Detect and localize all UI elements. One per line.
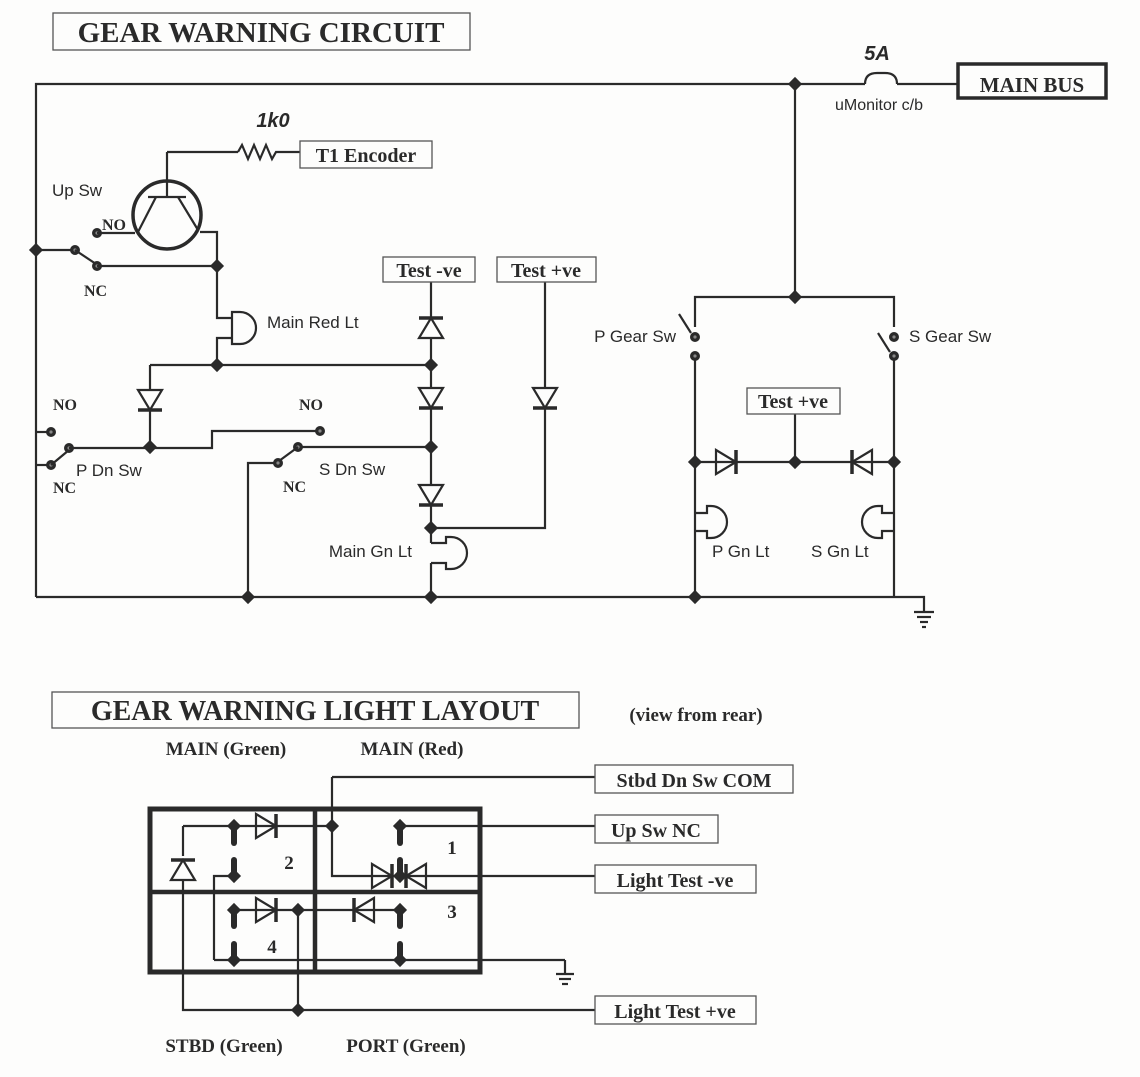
stbd-green-heading: STBD (Green)	[165, 1036, 282, 1057]
svg-text:Light Test -ve: Light Test -ve	[617, 870, 734, 892]
up-switch-no: NO	[102, 217, 126, 234]
up-switch	[36, 228, 225, 274]
cell-number-4: 4	[267, 937, 277, 958]
svg-text:Light Test +ve: Light Test +ve	[614, 1001, 736, 1023]
test-pos-box: Test +ve	[496, 256, 597, 283]
connector-stbd-dn-sw-com: Stbd Dn Sw COM	[594, 764, 794, 794]
svg-text:Test +ve: Test +ve	[758, 391, 828, 413]
up-switch-nc: NC	[84, 283, 107, 300]
circuit-title: GEAR WARNING CIRCUIT	[52, 12, 471, 51]
connector-up-sw-nc: Up Sw NC	[594, 814, 719, 844]
main-network	[136, 282, 559, 605]
s-dn-no: NO	[299, 397, 323, 414]
main-red-light	[215, 266, 258, 365]
main-green-heading: MAIN (Green)	[166, 739, 286, 760]
s-dn-label: S Dn Sw	[319, 460, 386, 479]
s-gn-lt-label: S Gn Lt	[811, 542, 869, 561]
s-gear-sw-label: S Gear Sw	[909, 327, 992, 346]
port-green-heading: PORT (Green)	[346, 1036, 465, 1057]
layout-title: GEAR WARNING LIGHT LAYOUT	[51, 691, 580, 729]
p-gn-lt-label: P Gn Lt	[712, 542, 770, 561]
p-dn-nc: NC	[53, 480, 76, 497]
svg-text:GEAR WARNING LIGHT LAYOUT: GEAR WARNING LIGHT LAYOUT	[91, 696, 540, 727]
ground-rail	[36, 595, 934, 629]
svg-text:Test -ve: Test -ve	[396, 260, 461, 282]
main-green-label: Main Gn Lt	[329, 542, 412, 561]
up-switch-label: Up Sw	[52, 181, 103, 200]
p-gear-sw-label: P Gear Sw	[594, 327, 677, 346]
svg-text:MAIN BUS: MAIN BUS	[980, 73, 1084, 97]
svg-text:Test +ve: Test +ve	[511, 260, 581, 282]
cell-number-2: 2	[284, 853, 294, 874]
transistor-encoder	[131, 142, 300, 265]
cell-number-1: 1	[447, 838, 457, 859]
svg-text:GEAR WARNING CIRCUIT: GEAR WARNING CIRCUIT	[78, 17, 445, 49]
main-red-label: Main Red Lt	[267, 313, 359, 332]
light-panel	[147, 775, 595, 1018]
s-dn-switch	[240, 442, 431, 605]
layout-note: (view from rear)	[629, 705, 762, 726]
svg-text:Up Sw NC: Up Sw NC	[611, 820, 701, 842]
connector-light-test-pos: Light Test +ve	[594, 995, 757, 1025]
main-red-heading: MAIN (Red)	[361, 739, 464, 760]
p-dn-switch	[36, 426, 325, 470]
p-dn-label: P Dn Sw	[76, 461, 143, 480]
svg-text:T1 Encoder: T1 Encoder	[316, 145, 417, 167]
test-neg-box: Test -ve	[382, 256, 476, 283]
breaker-rating: 5A	[864, 43, 890, 65]
gear-switch-network	[678, 84, 902, 605]
p-dn-no: NO	[53, 397, 77, 414]
test-pos-box-2: Test +ve	[746, 387, 841, 415]
connector-light-test-neg: Light Test -ve	[594, 864, 757, 894]
cell-number-3: 3	[447, 902, 457, 923]
s-dn-nc: NC	[283, 479, 306, 496]
encoder-box: T1 Encoder	[299, 140, 433, 169]
resistor-value: 1k0	[256, 110, 289, 132]
svg-text:Stbd Dn Sw COM: Stbd Dn Sw COM	[616, 770, 771, 792]
supply-rail	[28, 71, 958, 597]
breaker-label: uMonitor c/b	[835, 97, 923, 114]
main-bus-box: MAIN BUS	[956, 62, 1108, 100]
